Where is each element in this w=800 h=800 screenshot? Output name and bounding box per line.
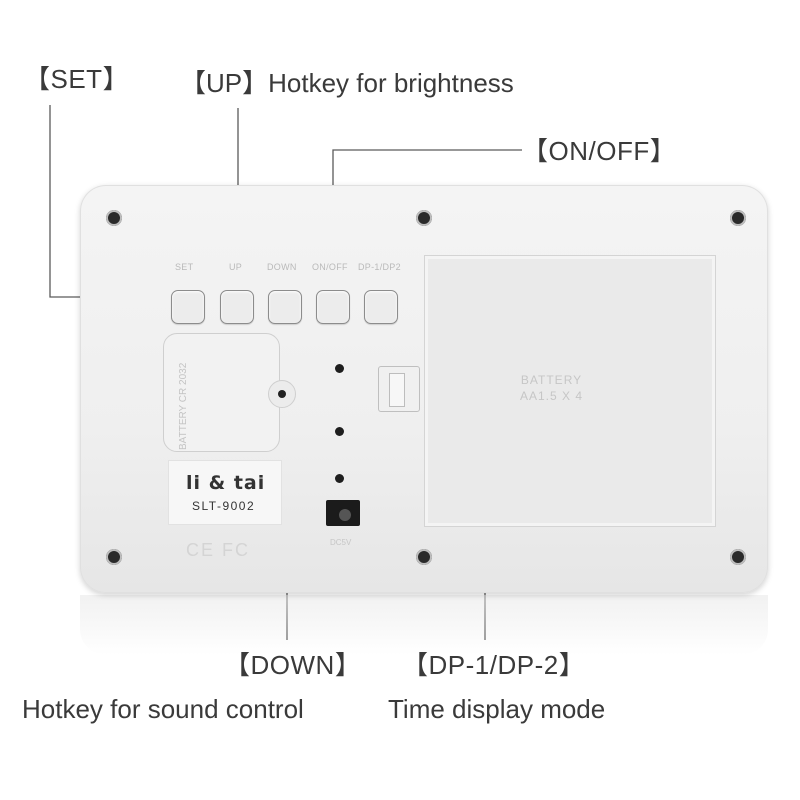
model-number: SLT-9002 xyxy=(192,499,256,513)
battery-door-label: BATTERY AA1.5 X 4 xyxy=(520,372,583,404)
screw-icon xyxy=(730,549,746,565)
screw-icon xyxy=(730,210,746,226)
brand-name: li & tai xyxy=(186,472,266,494)
screw-icon xyxy=(106,210,122,226)
up-button[interactable] xyxy=(220,290,254,324)
coin-cover-knob xyxy=(268,380,296,408)
on-off-callout: 【ON/OFF】 xyxy=(522,136,677,166)
button-label-down: DOWN xyxy=(267,262,297,272)
screw-icon xyxy=(416,210,432,226)
down-callout: 【DOWN】 xyxy=(224,650,362,680)
down-description: Hotkey for sound control xyxy=(22,694,304,724)
button-label-up: UP xyxy=(229,262,243,272)
speaker-hole xyxy=(335,427,344,436)
speaker-hole xyxy=(335,364,344,373)
battery-door-clip[interactable] xyxy=(378,366,420,412)
down-button[interactable] xyxy=(268,290,302,324)
dp-callout: 【DP-1/DP-2】 xyxy=(402,650,586,680)
dc-jack-icon xyxy=(326,500,360,526)
screw-icon xyxy=(416,549,432,565)
coin-battery-label: BATTERY CR 2032 xyxy=(178,362,189,450)
set-callout: 【SET】 xyxy=(24,64,130,94)
coin-battery-cover xyxy=(163,333,280,452)
dp-description: Time display mode xyxy=(388,694,606,724)
button-label-on-off: ON/OFF xyxy=(312,262,348,272)
on-off-button[interactable] xyxy=(316,290,350,324)
speaker-hole xyxy=(335,474,344,483)
dp-button[interactable] xyxy=(364,290,398,324)
battery-door-title: BATTERY xyxy=(520,373,583,387)
up-callout: 【UP】Hotkey for brightness xyxy=(180,68,514,98)
dc-input-label: DC5V xyxy=(330,538,352,547)
battery-door[interactable] xyxy=(424,255,716,527)
brand-label-plate xyxy=(168,460,282,525)
screw-icon xyxy=(106,549,122,565)
battery-door-spec: AA1.5 X 4 xyxy=(520,389,584,403)
device-reflection xyxy=(80,595,768,655)
button-label-dp: DP-1/DP2 xyxy=(358,262,401,272)
button-label-set: SET xyxy=(175,262,194,272)
set-button[interactable] xyxy=(171,290,205,324)
certification-marks: CE FC xyxy=(186,540,250,560)
